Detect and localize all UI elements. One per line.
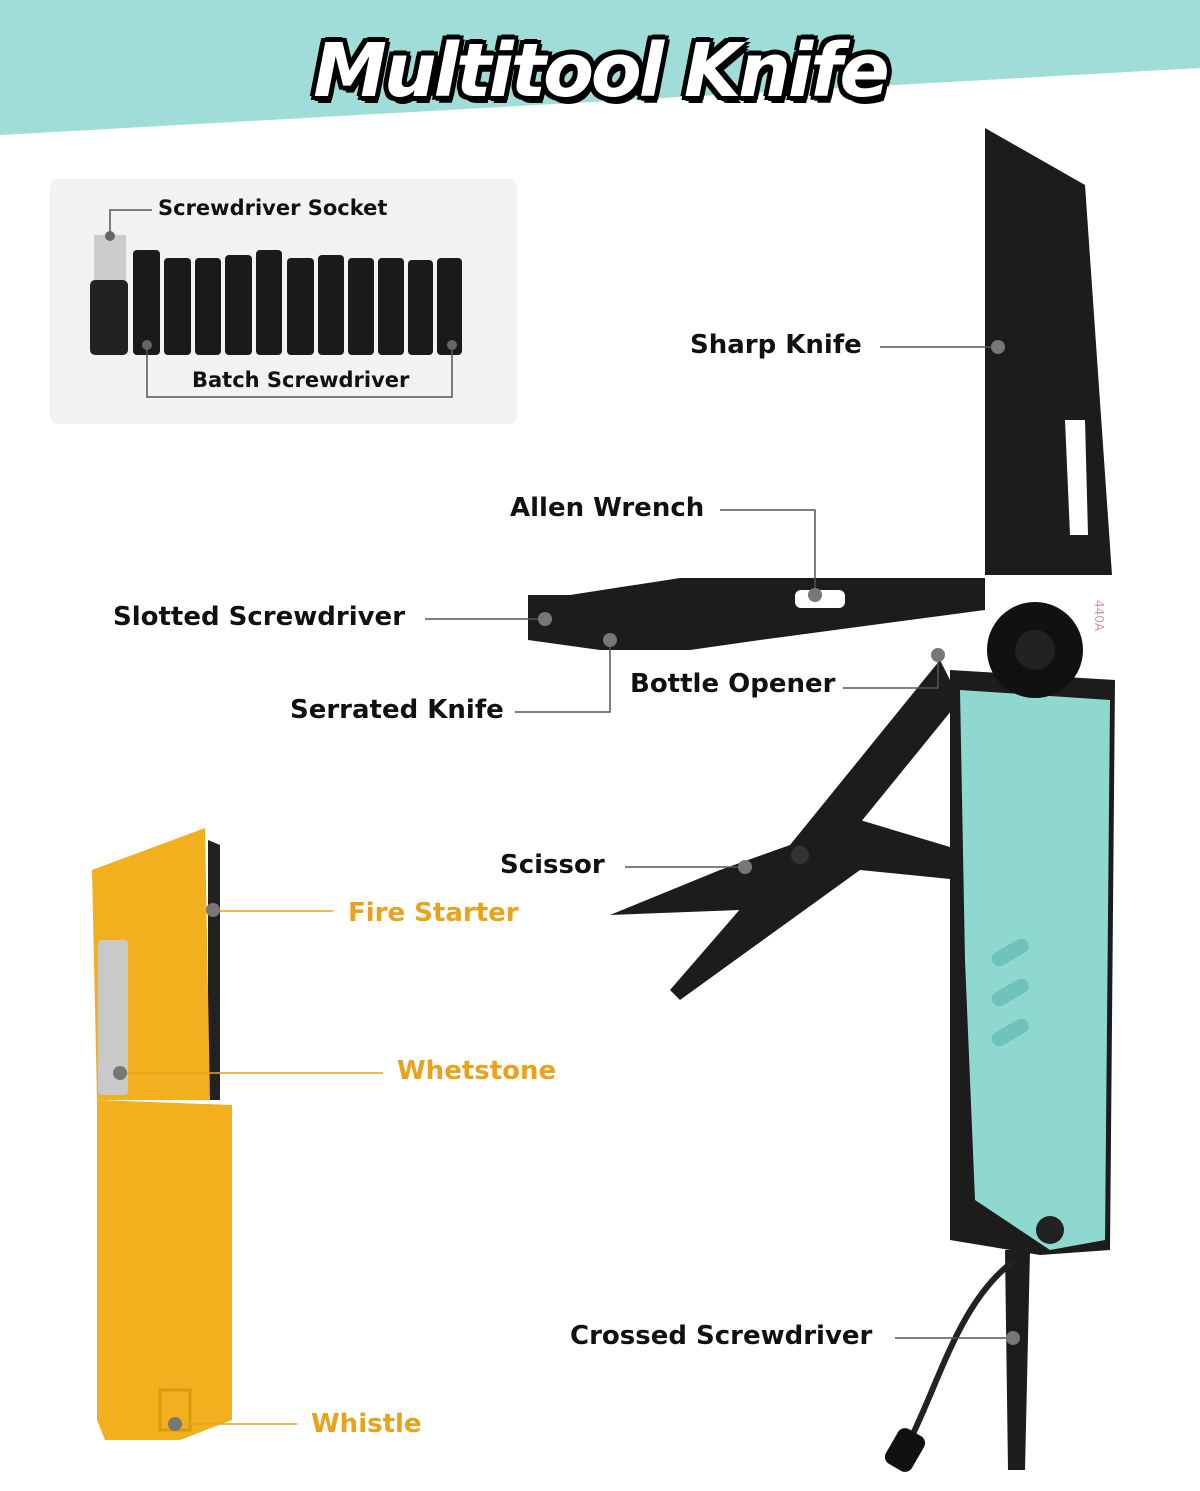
whistle-body <box>97 1100 232 1440</box>
label-serrated-knife: Serrated Knife <box>290 695 504 725</box>
slotted-screwdriver-arm <box>528 578 985 650</box>
label-slotted-screwdriver: Slotted Screwdriver <box>113 602 406 632</box>
whetstone-rod <box>98 940 128 1095</box>
label-crossed-screwdriver: Crossed Screwdriver <box>570 1321 873 1351</box>
sharp-knife-blade <box>985 128 1112 575</box>
screwdriver-bits <box>90 209 462 398</box>
label-scissor: Scissor <box>500 850 605 880</box>
label-whistle: Whistle <box>311 1409 422 1439</box>
label-sharp-knife: Sharp Knife <box>690 330 862 360</box>
label-whetstone: Whetstone <box>397 1056 557 1086</box>
label-screwdriver-socket: Screwdriver Socket <box>158 196 388 220</box>
socket-icon <box>94 235 126 280</box>
crossed-screwdriver <box>1005 1250 1030 1470</box>
label-fire-starter: Fire Starter <box>348 898 519 928</box>
blade-marking: 440A <box>1092 600 1106 632</box>
page-title: Multitool Knife <box>313 28 889 114</box>
teal-band <box>0 0 1200 135</box>
label-bottle-opener: Bottle Opener <box>630 669 836 699</box>
teal-handle <box>960 690 1110 1250</box>
label-batch-screwdriver: Batch Screwdriver <box>192 368 410 392</box>
label-allen-wrench: Allen Wrench <box>510 493 705 523</box>
